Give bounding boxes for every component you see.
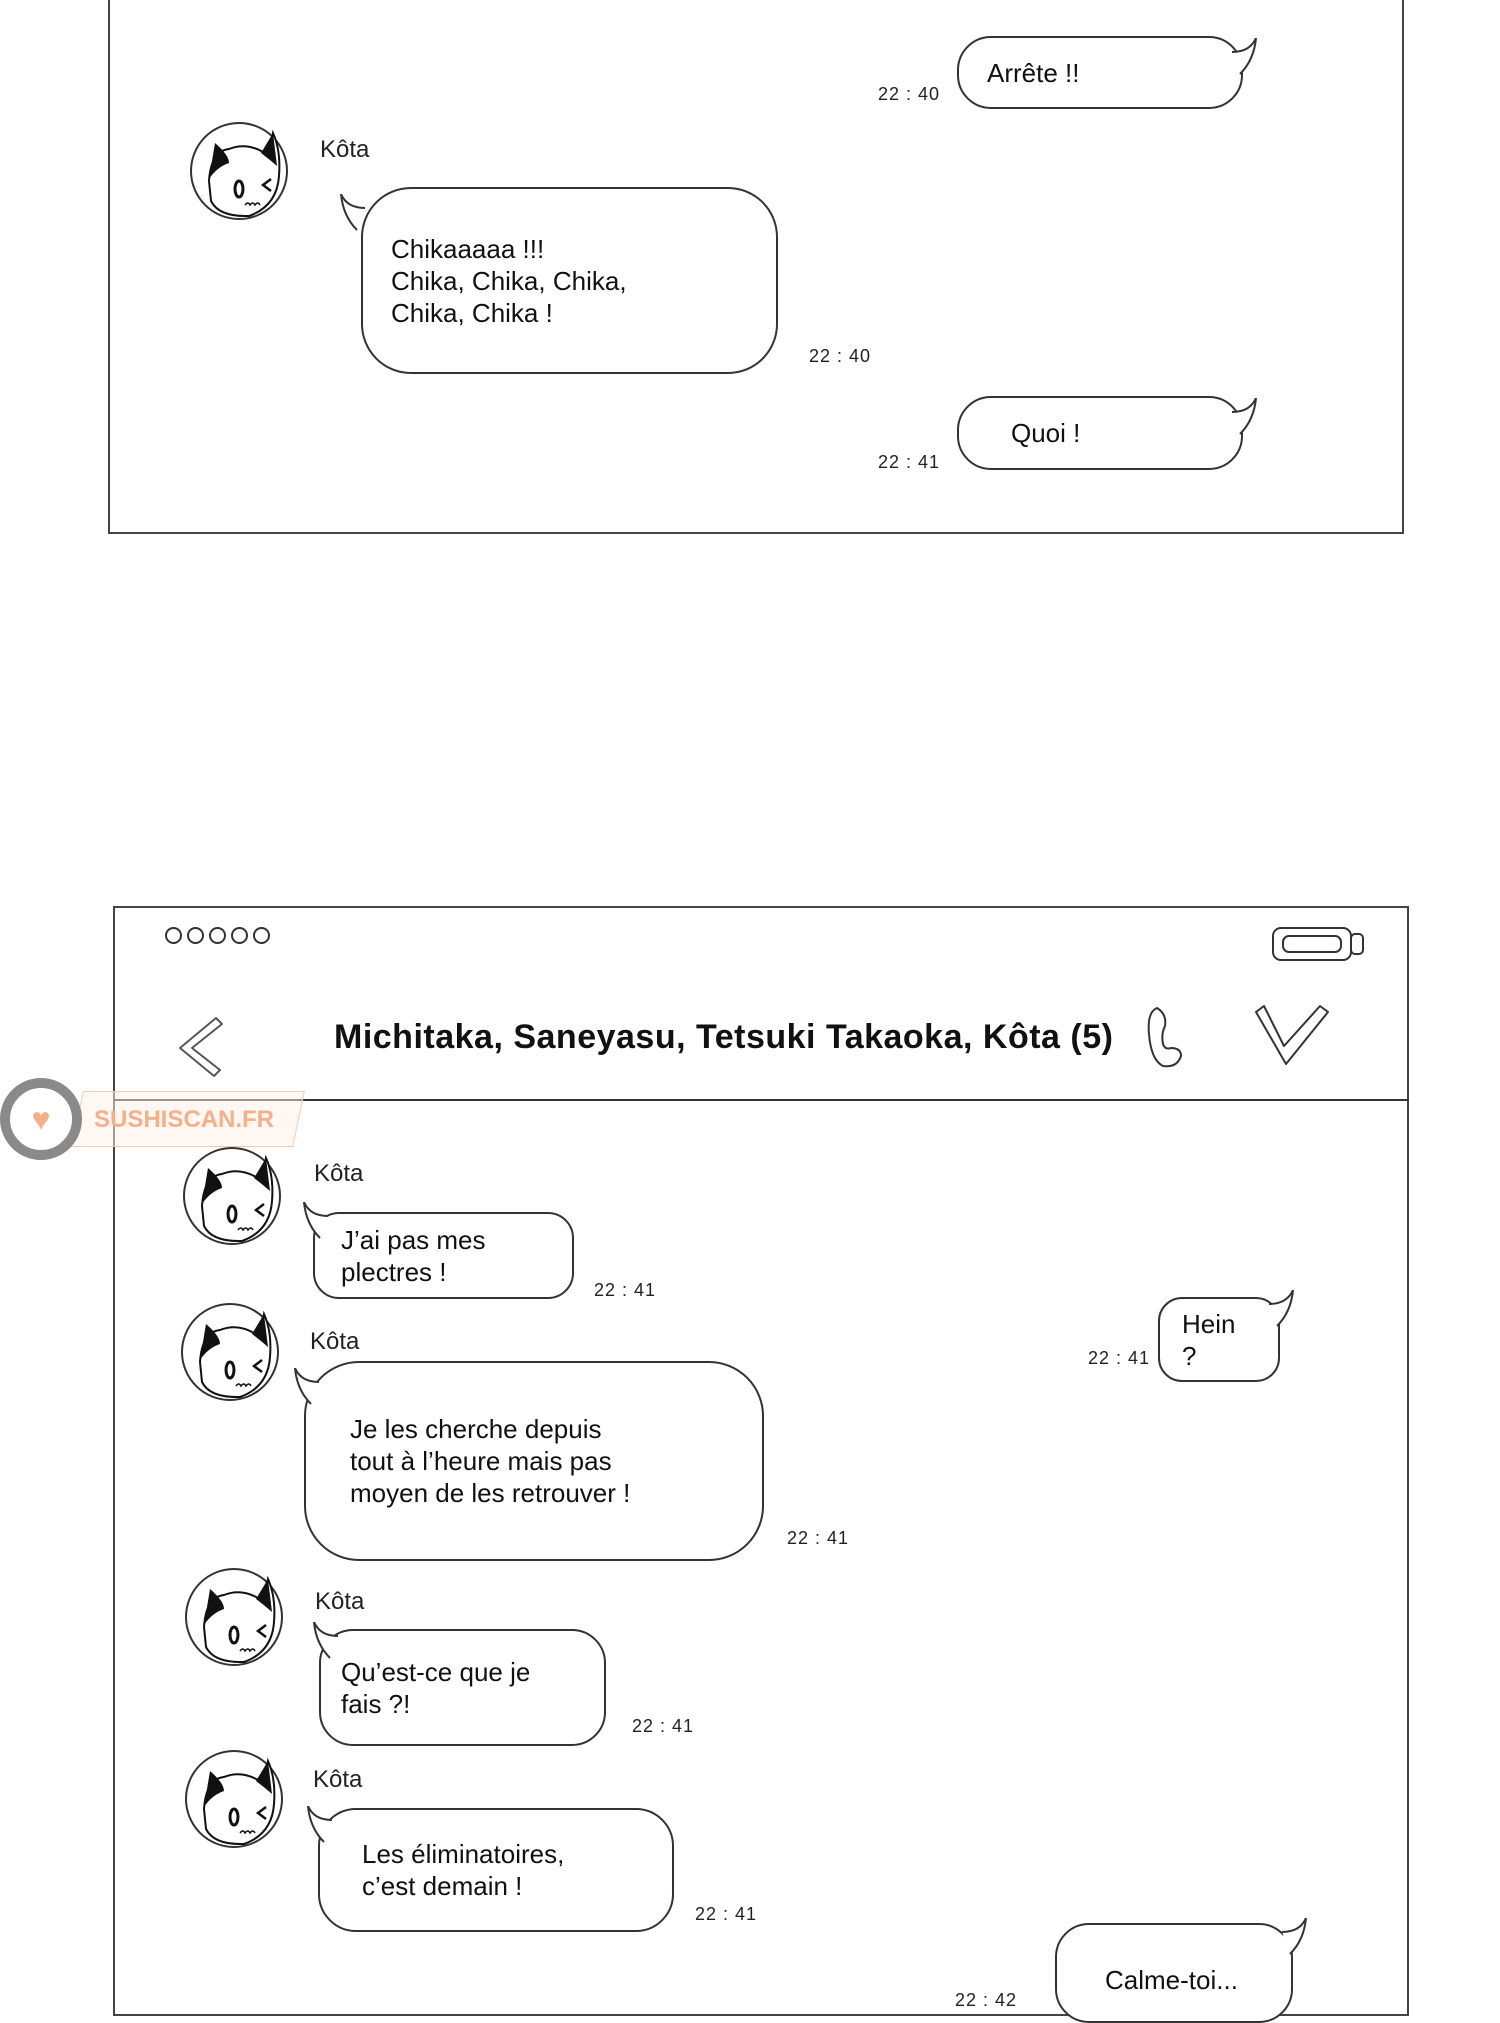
message-bubble-outgoing: Arrête !! <box>957 36 1243 109</box>
avatar-cat-icon <box>184 1749 284 1849</box>
message-time: 22 : 41 <box>594 1280 657 1300</box>
header-divider <box>113 1099 1409 1101</box>
message-time: 22 : 41 <box>695 1904 758 1924</box>
watermark-text: SUSHISCAN.FR <box>94 1106 275 1133</box>
message-time: 22 : 41 <box>878 452 941 472</box>
phone-icon[interactable] <box>1143 1004 1193 1070</box>
signal-dots-icon <box>165 927 270 944</box>
message-time: 22 : 41 <box>632 1716 695 1736</box>
sender-name: Kôta <box>315 1588 365 1615</box>
watermark: ♥ SUSHISCAN.FR <box>0 1078 310 1162</box>
message-bubble-outgoing: Quoi ! <box>957 396 1243 470</box>
bubble-tail <box>339 194 369 234</box>
message-time: 22 : 42 <box>955 1990 1018 2010</box>
bubble-tail <box>306 1806 336 1846</box>
sender-name: Kôta <box>320 136 370 163</box>
message-time: 22 : 41 <box>1088 1348 1151 1368</box>
message-bubble-outgoing: Calme-toi... <box>1055 1923 1293 2023</box>
bubble-tail <box>1265 1290 1295 1330</box>
message-bubble-incoming: Je les cherche depuis tout à l’heure mai… <box>304 1361 764 1561</box>
avatar-cat-icon <box>180 1302 280 1402</box>
back-chevron-icon[interactable] <box>172 1014 224 1080</box>
chevron-down-icon[interactable] <box>1252 1002 1332 1068</box>
bubble-tail <box>1228 398 1258 438</box>
message-bubble-incoming: J’ai pas mes plectres ! <box>313 1212 574 1299</box>
bubble-tail <box>1278 1918 1308 1958</box>
message-bubble-outgoing: Hein ? <box>1158 1297 1280 1382</box>
message-time: 22 : 41 <box>787 1528 850 1548</box>
avatar-cat-icon <box>189 121 289 221</box>
watermark-logo-icon: ♥ <box>0 1078 82 1160</box>
battery-icon <box>1272 927 1364 961</box>
message-bubble-incoming: Qu’est-ce que je fais ?! <box>319 1629 606 1746</box>
avatar-cat-icon <box>182 1146 282 1246</box>
bubble-tail <box>312 1622 342 1662</box>
sender-name: Kôta <box>313 1766 363 1793</box>
bubble-tail <box>293 1368 323 1408</box>
chat-title: Michitaka, Saneyasu, Tetsuki Takaoka, Kô… <box>334 1018 1114 1056</box>
bubble-tail <box>302 1202 332 1242</box>
sender-name: Kôta <box>310 1328 360 1355</box>
bubble-tail <box>1228 38 1258 78</box>
message-bubble-incoming: Chikaaaaa !!! Chika, Chika, Chika, Chika… <box>361 187 778 374</box>
avatar-cat-icon <box>184 1567 284 1667</box>
message-bubble-incoming: Les éliminatoires, c’est demain ! <box>318 1808 674 1932</box>
sender-name: Kôta <box>314 1160 364 1187</box>
message-time: 22 : 40 <box>809 346 872 366</box>
message-time: 22 : 40 <box>878 84 941 104</box>
